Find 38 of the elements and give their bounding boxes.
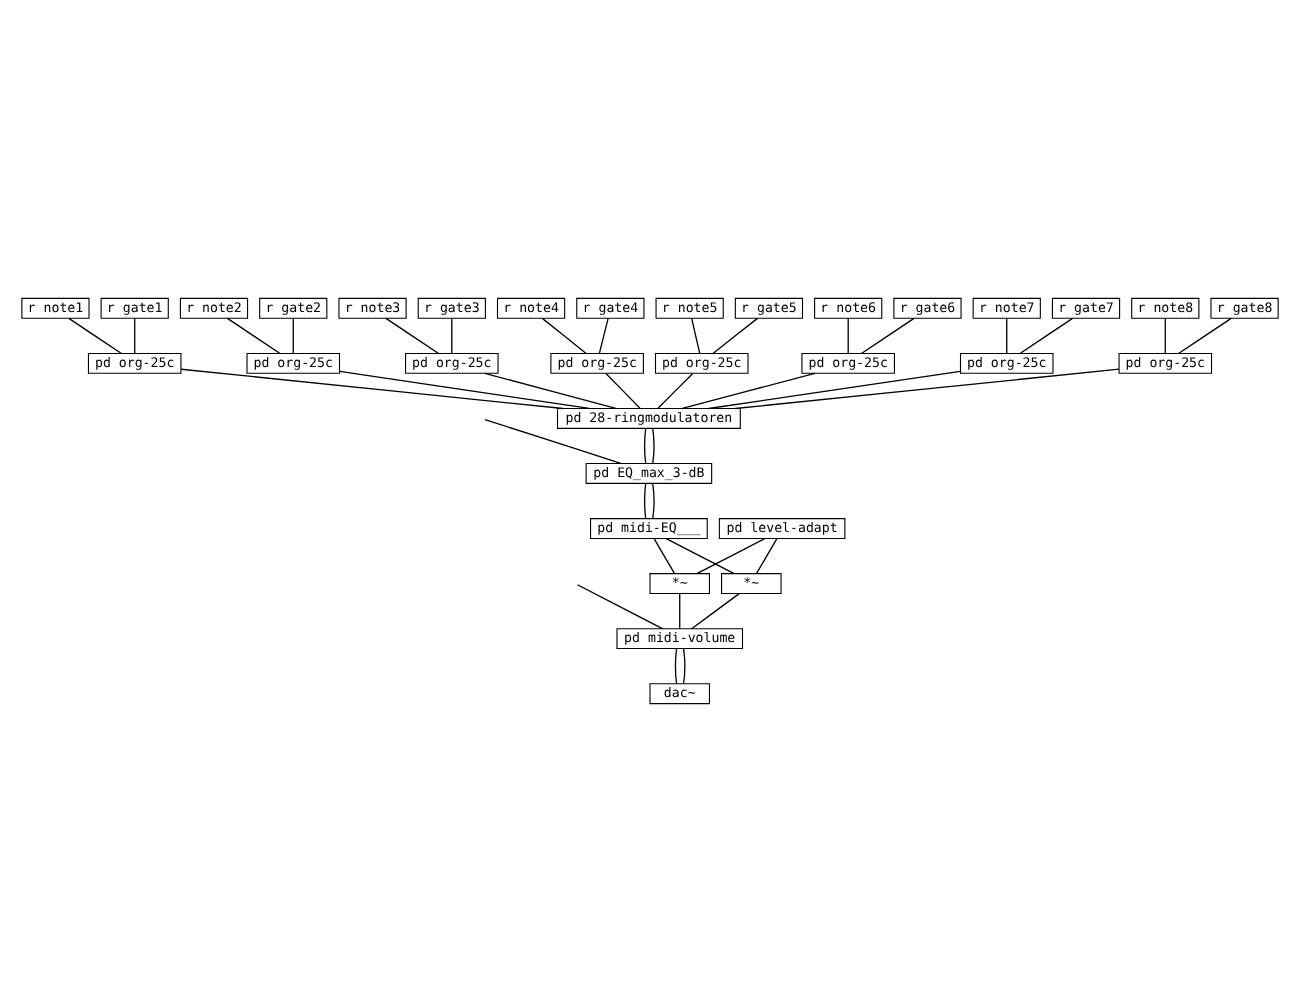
connector	[652, 427, 655, 463]
connector	[847, 316, 849, 353]
connector	[665, 536, 735, 574]
connector	[734, 367, 1120, 409]
connector	[696, 536, 766, 574]
connector	[605, 372, 641, 408]
connector	[682, 647, 686, 684]
connector	[226, 316, 281, 354]
connector	[180, 367, 564, 409]
connector	[674, 647, 678, 684]
connector	[385, 316, 440, 354]
connector	[681, 371, 816, 409]
connector	[653, 537, 676, 574]
connector	[860, 316, 915, 354]
connector	[541, 316, 587, 354]
connector	[708, 369, 961, 409]
connector	[292, 316, 294, 353]
connector	[679, 592, 681, 629]
connector	[484, 371, 617, 409]
connector	[1006, 316, 1008, 353]
connector	[1177, 316, 1232, 354]
connector	[576, 583, 664, 629]
connector	[691, 316, 701, 353]
connector	[644, 427, 647, 463]
connector	[598, 316, 609, 353]
connector	[451, 316, 453, 353]
connector	[652, 482, 655, 518]
connector	[339, 369, 590, 409]
connector	[657, 372, 694, 408]
connector	[484, 417, 623, 464]
connector	[691, 592, 740, 629]
connector	[755, 537, 778, 574]
connector	[134, 316, 136, 353]
connector	[68, 316, 123, 354]
connector	[644, 482, 647, 518]
connector	[712, 316, 759, 354]
connector	[1164, 316, 1166, 353]
connector	[1019, 316, 1074, 354]
